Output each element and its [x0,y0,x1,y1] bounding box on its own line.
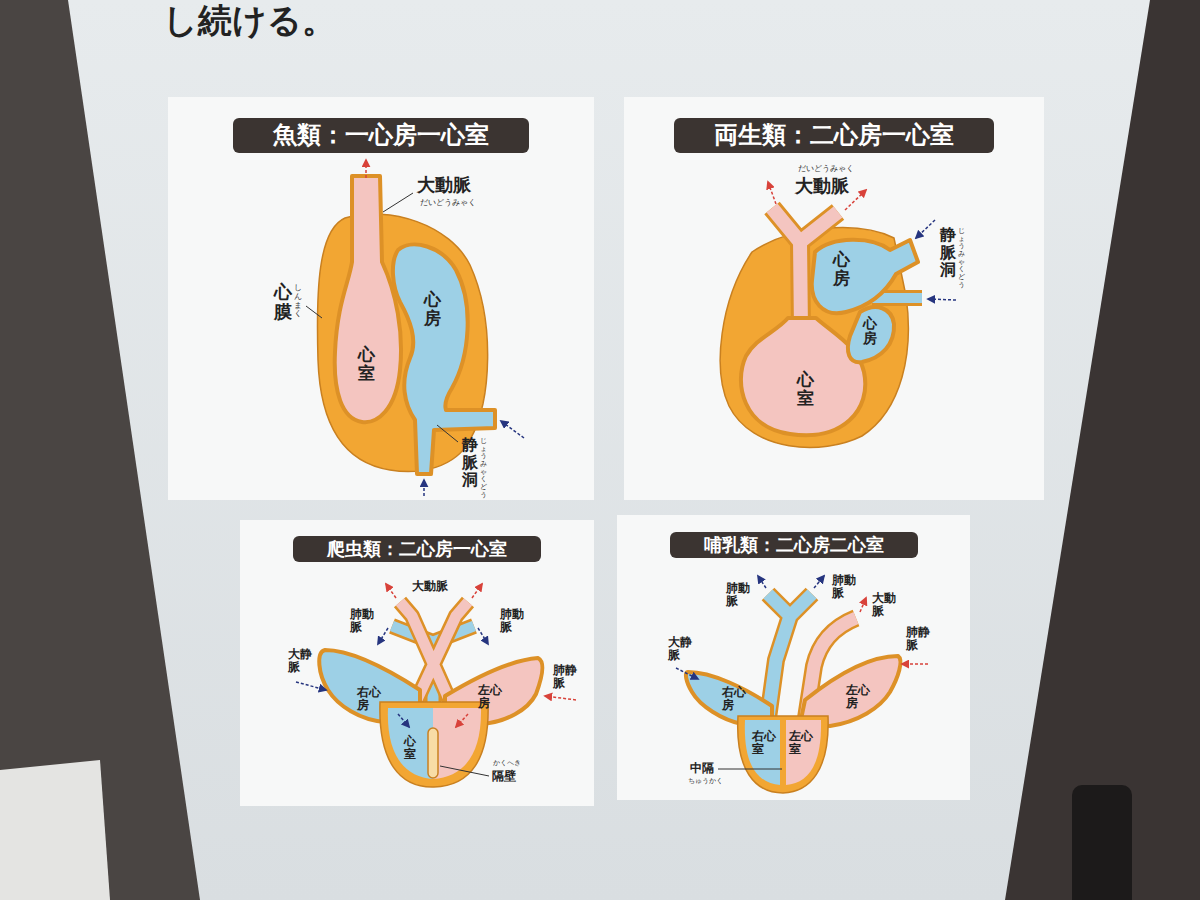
panel: 魚類：一心房一心室心房心室 [168,97,594,500]
part-label: 大動脈 [872,592,897,618]
amphibian-heart [624,97,1044,500]
part-label: 大静脈 [668,636,693,662]
part-label: 大動脈 [412,580,448,593]
room-wall [0,760,110,900]
chamber-label: 右心室 [752,730,777,756]
part-label: 大動脈 [417,175,471,195]
chamber-label: 左心房 [478,684,503,710]
chamber-label: 心房 [833,250,851,287]
fish-heart [168,97,594,500]
chamber-region: 右心房 [721,685,749,714]
part-label: 肺動脈 [500,608,525,634]
part-label: 中隔 [690,762,714,775]
fish-heart-shapes [306,160,524,496]
part-label: 大動脈 [795,176,849,196]
furigana: じょうみゃくどう [480,438,487,500]
part-label: 肺静脈 [906,626,931,652]
chamber-region: 心房 [862,315,879,348]
chamber-label: 心室 [404,735,417,761]
chamber-label: 心室 [358,345,376,382]
chamber-label: 心房 [863,316,878,347]
stand-post [1072,785,1132,900]
reptile-heart-shapes [296,584,576,787]
mammal-heart-shapes [676,576,928,793]
board-surface [68,0,1150,900]
chamber-region: 心室 [403,734,418,763]
chamber-region: 左心房 [477,683,505,712]
chamber-label: 右心房 [357,686,382,712]
chamber-region: 左心室 [788,729,816,758]
part-label: 肺静脈 [553,664,578,690]
panel-title: 哺乳類：二心房二心室 [670,532,918,558]
furigana: ちゅうかく [688,778,723,786]
chamber-label: 左心室 [789,730,814,756]
heading-fragment: し続ける。 [163,2,336,39]
part-label: 肺動脈 [726,582,751,608]
part-label: 大静脈 [288,648,313,674]
panel: 両生類：二心房一心室心房心房心室 [624,97,1044,500]
chamber-region: 心室 [357,344,377,384]
furigana: だいどうみゃく [798,165,854,174]
part-label: 隔壁 [492,770,516,783]
chamber-region: 右心房 [356,685,384,714]
part-label: 静脈洞 [462,436,479,489]
chamber-region: 左心房 [845,683,873,712]
furigana: じょうみゃくどう [958,228,965,290]
panel-title: 魚類：一心房一心室 [233,118,529,153]
part-label: 肺動脈 [832,574,857,600]
chamber-label: 心房 [424,290,442,327]
chamber-region: 右心室 [751,729,779,758]
chamber-region: 心房 [423,289,443,329]
amphibian-heart-shapes [720,182,956,447]
chamber-label: 心室 [797,370,815,407]
furigana: だいどうみゃく [420,199,476,208]
part-label: 静脈洞 [940,226,957,279]
chamber-label: 左心房 [846,684,871,710]
furigana: かくへき [493,760,521,768]
part-label: 心膜 [274,282,293,322]
chamber-region: 心房 [832,249,852,289]
chamber-region: 心室 [796,369,816,409]
furigana: しんまく [294,284,302,319]
panel-title: 爬虫類：二心房一心室 [293,536,541,562]
part-label: 肺動脈 [350,608,375,634]
panel-title: 両生類：二心房一心室 [674,118,994,153]
chamber-label: 右心房 [722,686,747,712]
